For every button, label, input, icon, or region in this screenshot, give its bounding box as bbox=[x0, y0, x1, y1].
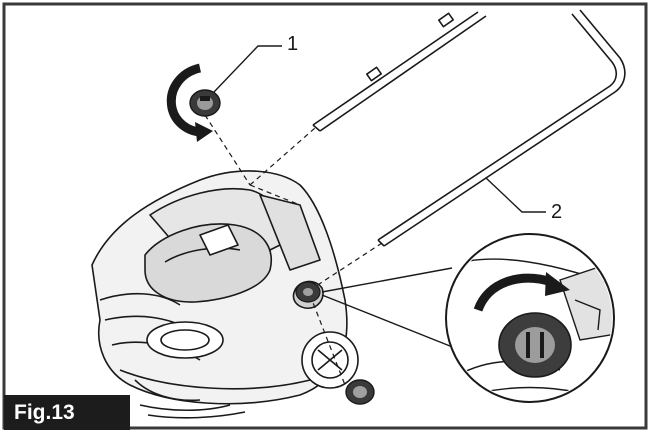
zoom-lines bbox=[321, 267, 466, 353]
knob-bracket bbox=[295, 281, 321, 303]
callout-1: 1 bbox=[287, 33, 299, 55]
handle-bar-2 bbox=[312, 9, 626, 247]
knob-1 bbox=[189, 89, 221, 117]
figure-label: Fig.13 bbox=[4, 395, 130, 430]
callout-leaders bbox=[213, 45, 546, 213]
detail-magnifier bbox=[445, 233, 615, 403]
lawnmower-body bbox=[91, 170, 359, 419]
rotation-arrow-detail bbox=[545, 272, 570, 296]
callout-2: 2 bbox=[551, 201, 563, 223]
knob-loose bbox=[345, 379, 375, 405]
rotation-arrow-1 bbox=[166, 63, 213, 142]
alignment-lines bbox=[204, 114, 383, 386]
